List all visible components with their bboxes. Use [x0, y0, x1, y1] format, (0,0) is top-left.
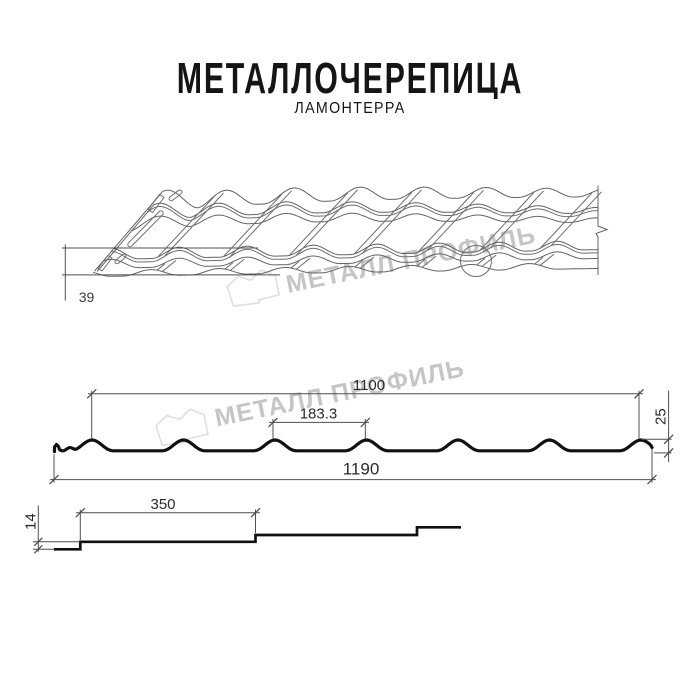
svg-text:25: 25 [653, 408, 670, 425]
svg-text:МЕТАЛЛ ПРОФИЛЬ: МЕТАЛЛ ПРОФИЛЬ [284, 221, 539, 299]
svg-text:14: 14 [23, 513, 40, 530]
svg-text:39: 39 [79, 289, 95, 305]
svg-text:1100: 1100 [353, 377, 385, 394]
svg-text:350: 350 [150, 496, 175, 513]
svg-text:1190: 1190 [343, 460, 380, 479]
svg-text:183.3: 183.3 [300, 405, 338, 422]
